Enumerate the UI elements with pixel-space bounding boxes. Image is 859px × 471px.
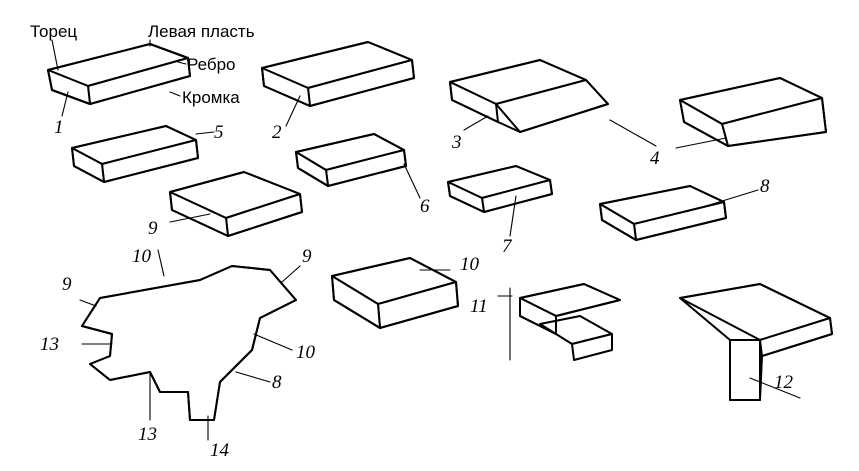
label-edge: Кромка: [182, 88, 240, 107]
board-10-rebated: [331, 257, 459, 329]
number-12: 12: [774, 372, 794, 393]
number-13-bottom: 13: [138, 424, 157, 445]
number-4: 4: [650, 148, 660, 169]
label-left-face: Левая пласть: [148, 22, 255, 41]
joint-12-mortise: [679, 283, 833, 401]
board-7-rounded-edge: [447, 165, 553, 213]
label-rib: Ребро: [187, 55, 236, 74]
label-end: Торец: [30, 22, 77, 41]
number-10-section: 10: [132, 246, 152, 267]
number-2: 2: [272, 122, 282, 143]
number-3: 3: [451, 132, 462, 153]
number-14: 14: [210, 440, 230, 461]
board-6-fillet: [295, 133, 407, 187]
board-9-profile: [169, 171, 303, 237]
joint-11-lap: [519, 283, 621, 361]
number-11: 11: [470, 296, 488, 317]
number-7: 7: [502, 236, 513, 257]
board-4-groove-right: [679, 77, 827, 147]
cross-section-profile: [81, 265, 297, 421]
number-8-top: 8: [760, 176, 770, 197]
board-1-plain: [47, 43, 191, 105]
number-9-section-left: 9: [62, 274, 72, 295]
number-13-left: 13: [40, 334, 59, 355]
number-6: 6: [420, 196, 430, 217]
board-3-groove: [449, 59, 609, 133]
board-8-bevel: [599, 185, 727, 241]
board-2-rebate: [261, 41, 415, 107]
number-9-board: 9: [148, 218, 158, 239]
leader-lines: [51, 39, 801, 441]
number-10-section-right: 10: [296, 342, 316, 363]
number-8-section: 8: [272, 372, 282, 393]
number-10-board: 10: [460, 254, 480, 275]
number-5: 5: [214, 122, 224, 143]
number-9-section-right: 9: [302, 246, 312, 267]
number-1: 1: [54, 117, 64, 138]
board-5-chamfer: [71, 125, 199, 183]
